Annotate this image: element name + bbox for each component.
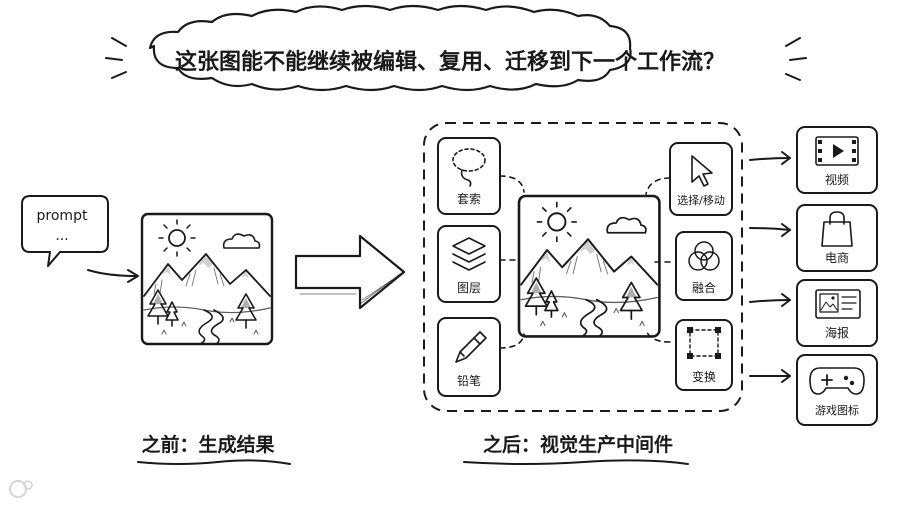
headline-text: 这张图能不能继续被编辑、复用、迁移到下一个工作流？	[175, 49, 725, 75]
before-image	[140, 212, 274, 346]
before-caption: 之前：生成结果	[141, 433, 274, 456]
output-poster[interactable]: 海报	[796, 279, 878, 347]
prompt-ellipsis: ...	[55, 228, 68, 244]
tool-layers[interactable]: 图层	[437, 225, 501, 303]
prompt-bubble: prompt ...	[21, 195, 109, 267]
burst-lines-left	[105, 37, 127, 79]
gamepad-icon	[809, 367, 865, 395]
shopping-bag-icon	[821, 211, 853, 247]
pencil-icon	[455, 331, 487, 363]
transform-icon	[687, 327, 721, 359]
after-caption-underline	[463, 459, 689, 465]
tool-layers-label: 图层	[457, 281, 481, 295]
transform-arrow	[294, 234, 406, 310]
layers-icon	[452, 237, 486, 271]
tool-blend-label: 融合	[692, 280, 716, 295]
output-game-icon[interactable]: 游戏图标	[796, 354, 878, 426]
output-arrows	[749, 151, 791, 383]
tool-blend[interactable]: 融合	[675, 231, 733, 301]
output-poster-label: 海报	[825, 325, 849, 340]
tool-pencil-label: 铅笔	[457, 373, 481, 388]
prompt-to-image-arrow	[87, 269, 139, 283]
tool-select-move[interactable]: 选择/移动	[669, 142, 733, 216]
output-game-icon-label: 游戏图标	[815, 403, 859, 417]
tool-connectors	[499, 175, 671, 349]
output-ecommerce[interactable]: 电商	[796, 204, 878, 272]
watermark-logo-icon	[9, 480, 33, 498]
middleware-frame	[423, 122, 743, 412]
output-video-label: 视频	[825, 172, 849, 187]
tool-select-move-label: 选择/移动	[677, 193, 725, 207]
tool-transform[interactable]: 变换	[675, 319, 733, 391]
before-caption-underline	[137, 459, 291, 465]
prompt-label: prompt	[37, 208, 88, 224]
blend-circles-icon	[688, 241, 720, 271]
after-caption: 之后：视觉生产中间件	[483, 433, 673, 456]
output-video[interactable]: 视频	[796, 126, 878, 194]
tool-transform-label: 变换	[692, 369, 716, 384]
video-icon	[815, 136, 859, 166]
center-image	[517, 194, 661, 338]
headline-bubble: 这张图能不能继续被编辑、复用、迁移到下一个工作流？	[105, 4, 807, 92]
output-ecommerce-label: 电商	[825, 250, 849, 265]
burst-lines-right	[785, 37, 807, 81]
tool-pencil[interactable]: 铅笔	[437, 317, 501, 397]
tool-lasso-label: 套索	[457, 192, 481, 206]
cursor-icon	[691, 155, 713, 187]
poster-icon	[815, 289, 861, 319]
tool-lasso[interactable]: 套索	[437, 137, 501, 215]
lasso-icon	[452, 148, 486, 187]
